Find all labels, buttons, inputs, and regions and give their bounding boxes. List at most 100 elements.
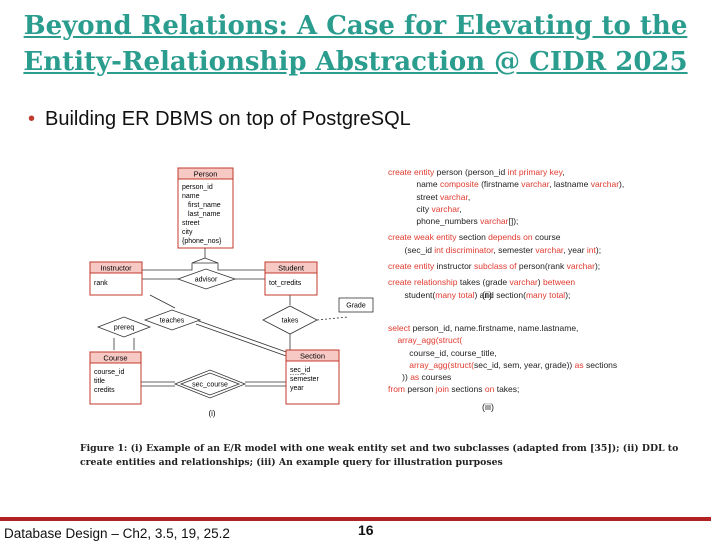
ddl-line: phone_numbers varchar[]);	[388, 215, 624, 227]
query-line: course_id, course_title,	[388, 347, 617, 359]
code-text: ,	[467, 191, 471, 202]
relationship-prereq-label: prereq	[114, 325, 134, 332]
code-text: name	[388, 179, 440, 190]
code-text: );	[565, 289, 571, 300]
code-keyword: many total	[435, 289, 475, 300]
ddl-line: create weak entity section depends on co…	[388, 231, 624, 243]
slide-number: 16	[358, 522, 374, 538]
code-text: ),	[619, 179, 625, 190]
relationship-takes: takes	[262, 305, 318, 335]
code-text: person	[407, 384, 436, 395]
code-keyword: varchar	[509, 277, 538, 288]
attribute-grade-label: Grade	[346, 303, 366, 310]
code-text: person_id, name.firstname, name.lastname…	[412, 323, 579, 333]
code-keyword: varchar	[535, 244, 564, 255]
code-keyword: subclass of	[474, 261, 519, 272]
person-attr-street: street	[182, 220, 200, 227]
code-text: , year	[563, 244, 587, 255]
entity-person-title: Person	[194, 170, 218, 179]
entity-person: Person person_id name first_name last_na…	[177, 167, 234, 249]
person-attr-city: city	[182, 229, 193, 236]
ddl-line: create entity person (person_id int prim…	[388, 166, 624, 178]
code-keyword: varchar	[431, 203, 460, 214]
ddl-line: city varchar,	[388, 203, 624, 215]
person-attr-person-id: person_id	[182, 184, 213, 191]
bullet-text: Building ER DBMS on top of PostgreSQL	[45, 108, 411, 130]
code-text: );	[595, 244, 602, 255]
er-connectors	[113, 248, 349, 387]
code-keyword: create entity	[388, 167, 437, 177]
code-text: courses	[421, 372, 452, 383]
code-keyword: from	[388, 384, 408, 395]
ddl-line: student(many total) and section(many tot…	[388, 289, 624, 301]
code-keyword: array_agg(struct(	[388, 359, 474, 370]
code-keyword: varchar	[566, 261, 595, 272]
ddl-line: street varchar,	[388, 191, 624, 203]
slide-title: Beyond Relations: A Case for Elevating t…	[0, 8, 711, 80]
title-line-1: Beyond Relations: A Case for Elevating t…	[23, 11, 688, 41]
code-text: ))	[388, 372, 411, 383]
figure-label-iii: (iii)	[482, 402, 494, 412]
footer-course-reference: Database Design – Ch2, 3.5, 19, 25.2	[4, 526, 230, 541]
course-attr-credits: credits	[94, 387, 115, 394]
code-keyword: many total	[525, 289, 566, 300]
course-attr-course-id: course_id	[94, 369, 124, 376]
code-text: section	[458, 232, 489, 243]
code-keyword: depends on	[488, 232, 535, 243]
code-text: student(	[388, 289, 436, 300]
code-text: course	[534, 232, 561, 243]
instructor-attr-rank: rank	[94, 280, 108, 287]
code-keyword: varchar	[480, 216, 509, 227]
attribute-grade: Grade	[338, 297, 374, 313]
code-text: []);	[508, 216, 519, 227]
code-keyword: int primary key	[507, 167, 563, 177]
query-line: array_agg(struct(sec_id, sem, year, grad…	[388, 359, 617, 371]
relationship-prereq: prereq	[96, 316, 152, 338]
code-text: takes (grade	[459, 277, 510, 288]
ddl-line: create relationship takes (grade varchar…	[388, 276, 624, 288]
code-keyword: create weak entity	[388, 232, 459, 243]
code-text: street	[388, 191, 440, 202]
er-diagram: Person person_id name first_name last_na…	[89, 167, 374, 418]
relationship-advisor-label: advisor	[195, 277, 218, 284]
person-attr-first-name: first_name	[188, 202, 221, 209]
query-line: array_agg(struct(	[388, 334, 617, 346]
student-attr-tot-credits: tot_credits	[269, 280, 302, 287]
figure-label-i: (i)	[208, 409, 215, 418]
code-text: );	[594, 261, 601, 272]
code-text: takes	[496, 384, 518, 395]
code-text: ;	[517, 384, 520, 395]
code-keyword: int	[586, 244, 596, 255]
code-text: sections	[585, 359, 618, 370]
ddl-line: (sec_id int discriminator, semester varc…	[388, 244, 624, 256]
query-code-block: select person_id, name.firstname, name.l…	[388, 322, 617, 396]
entity-course-title: Course	[103, 354, 127, 363]
isa-triangle	[191, 257, 219, 264]
bullet-dot-icon: •	[28, 108, 36, 130]
person-attr-name: name	[182, 193, 200, 200]
code-text: city	[388, 203, 432, 214]
code-text: instructor	[436, 261, 474, 272]
title-line-2: Entity-Relationship Abstraction @ CIDR 2…	[23, 47, 688, 77]
query-line: from person join sections on takes;	[388, 383, 617, 395]
code-text: sections	[451, 384, 485, 395]
relationship-takes-label: takes	[282, 318, 299, 325]
relationship-sec-course-label: sec_course	[192, 382, 228, 389]
entity-instructor: Instructor rank	[89, 261, 143, 296]
person-attr-last-name: last_name	[188, 211, 220, 218]
code-text: )	[537, 277, 543, 288]
query-line: )) as courses	[388, 371, 617, 383]
code-keyword: create relationship	[388, 277, 460, 288]
code-text: course_id, course_title,	[388, 347, 497, 358]
code-keyword: on	[484, 384, 497, 395]
query-line: select person_id, name.firstname, name.l…	[388, 322, 617, 334]
relationship-teaches: teaches	[143, 309, 202, 331]
code-text: person (person_id	[436, 167, 508, 177]
entity-instructor-title: Instructor	[100, 264, 132, 273]
relationship-sec-course: sec_course	[173, 369, 247, 399]
entity-course: Course course_id title credits	[89, 351, 142, 405]
code-text: phone_numbers	[388, 216, 481, 227]
footer-bar	[0, 517, 711, 521]
code-text: sec_id, sem, year, grade))	[473, 359, 575, 370]
code-text: ,	[459, 203, 462, 214]
